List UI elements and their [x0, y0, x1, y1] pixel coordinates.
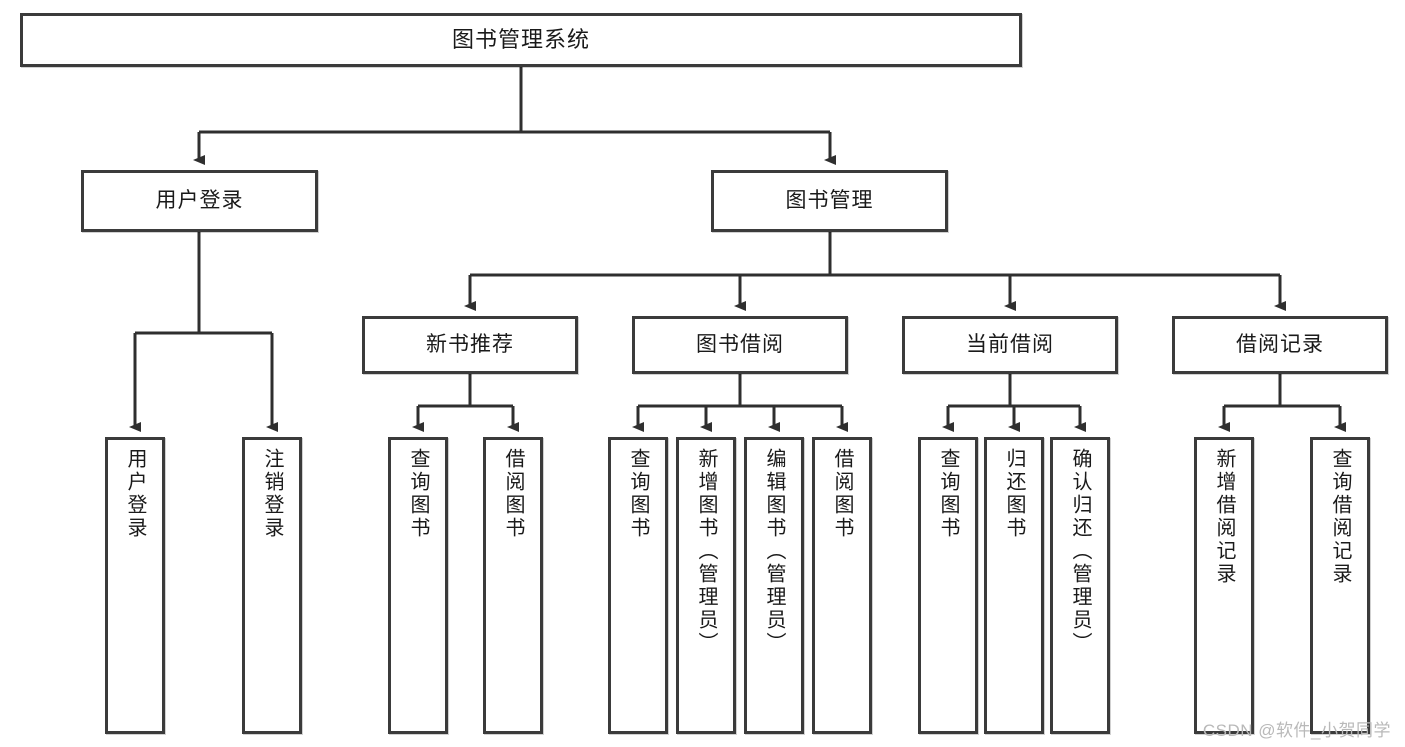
node-new-book-recommend[interactable]: 新书推荐 — [362, 316, 578, 374]
node-leaf-query-book-3[interactable]: 查询图书 — [918, 437, 978, 734]
node-new-book-recommend-label: 新书推荐 — [426, 332, 514, 356]
node-leaf-query-book-2-label: 查询图书 — [627, 448, 649, 540]
node-leaf-add-book-label: 新增图书（管理员） — [695, 448, 717, 655]
node-leaf-borrow-book-2[interactable]: 借阅图书 — [812, 437, 872, 734]
node-leaf-query-record-label: 查询借阅记录 — [1329, 448, 1351, 586]
node-current-borrow-label: 当前借阅 — [966, 332, 1054, 356]
node-leaf-borrow-book-1-label: 借阅图书 — [502, 448, 524, 540]
node-root-label: 图书管理系统 — [451, 27, 590, 53]
node-user-login[interactable]: 用户登录 — [81, 170, 318, 232]
node-book-borrow[interactable]: 图书借阅 — [632, 316, 848, 374]
node-leaf-return-book[interactable]: 归还图书 — [984, 437, 1044, 734]
node-leaf-edit-book-label: 编辑图书（管理员） — [763, 448, 785, 655]
node-leaf-borrow-book-2-label: 借阅图书 — [831, 448, 853, 540]
node-leaf-user-login-label: 用户登录 — [124, 448, 146, 540]
node-leaf-query-book-1[interactable]: 查询图书 — [388, 437, 448, 734]
node-book-borrow-label: 图书借阅 — [696, 332, 784, 356]
node-book-manage-label: 图书管理 — [785, 188, 874, 212]
node-leaf-query-book-2[interactable]: 查询图书 — [608, 437, 668, 734]
node-root[interactable]: 图书管理系统 — [20, 13, 1022, 67]
node-leaf-user-login[interactable]: 用户登录 — [105, 437, 165, 734]
node-leaf-add-record[interactable]: 新增借阅记录 — [1194, 437, 1254, 734]
watermark: CSDN @软件_小贺同学 — [1202, 721, 1391, 740]
node-user-login-label: 用户登录 — [155, 188, 244, 212]
node-leaf-return-book-label: 归还图书 — [1003, 448, 1025, 540]
node-borrow-record[interactable]: 借阅记录 — [1172, 316, 1388, 374]
node-leaf-add-book[interactable]: 新增图书（管理员） — [676, 437, 736, 734]
node-leaf-user-logout-label: 注销登录 — [261, 448, 283, 540]
node-leaf-borrow-book-1[interactable]: 借阅图书 — [483, 437, 543, 734]
node-leaf-confirm-return-label: 确认归还（管理员） — [1069, 448, 1091, 655]
node-leaf-add-record-label: 新增借阅记录 — [1213, 448, 1235, 586]
node-leaf-confirm-return[interactable]: 确认归还（管理员） — [1050, 437, 1110, 734]
node-borrow-record-label: 借阅记录 — [1236, 332, 1324, 356]
node-leaf-query-book-3-label: 查询图书 — [937, 448, 959, 540]
node-book-manage[interactable]: 图书管理 — [711, 170, 948, 232]
node-leaf-user-logout[interactable]: 注销登录 — [242, 437, 302, 734]
node-leaf-query-record[interactable]: 查询借阅记录 — [1310, 437, 1370, 734]
node-current-borrow[interactable]: 当前借阅 — [902, 316, 1118, 374]
node-leaf-query-book-1-label: 查询图书 — [407, 448, 429, 540]
node-leaf-edit-book[interactable]: 编辑图书（管理员） — [744, 437, 804, 734]
